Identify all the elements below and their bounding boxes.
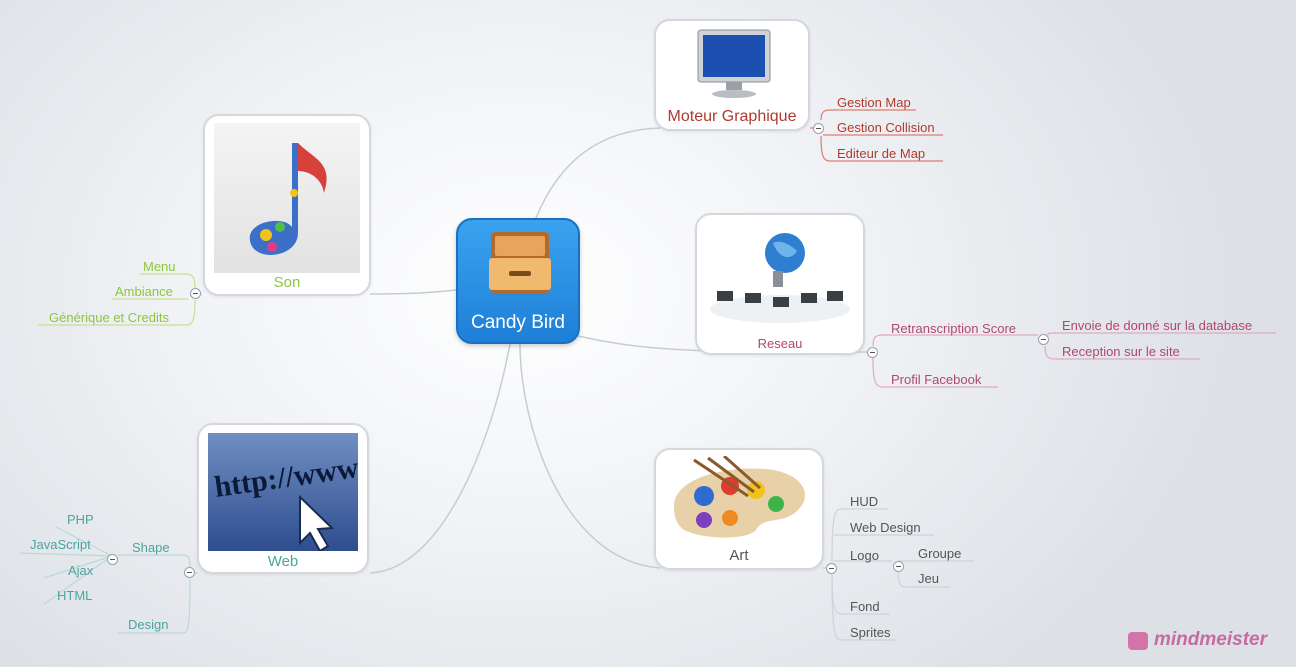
moteur-graphique-title: Moteur Graphique xyxy=(667,108,797,125)
son-collapse-toggle[interactable] xyxy=(190,288,201,299)
moteur-item-gestion-map[interactable]: Gestion Map xyxy=(837,95,911,110)
son-item-generique[interactable]: Générique et Credits xyxy=(49,310,169,325)
art-node[interactable]: Art xyxy=(654,448,824,570)
moteur-graphique-node[interactable]: Moteur Graphique xyxy=(654,19,810,131)
art-item-fond[interactable]: Fond xyxy=(850,599,880,614)
reseau-item-retranscription[interactable]: Retranscription Score xyxy=(891,321,1016,336)
web-collapse-toggle[interactable] xyxy=(184,567,195,578)
son-node[interactable]: Son xyxy=(203,114,371,296)
web-item-php[interactable]: PHP xyxy=(67,512,94,527)
reseau-collapse-toggle[interactable] xyxy=(867,347,878,358)
reseau-node[interactable]: Reseau xyxy=(695,213,865,355)
web-item-shape[interactable]: Shape xyxy=(132,540,170,555)
art-title: Art xyxy=(729,547,749,564)
art-item-hud[interactable]: HUD xyxy=(850,494,879,509)
moteur-collapse-toggle[interactable] xyxy=(813,123,824,134)
son-title: Son xyxy=(273,274,301,291)
center-node[interactable]: Candy Bird xyxy=(456,218,580,344)
network-globe-icon xyxy=(710,233,850,323)
art-item-sprites[interactable]: Sprites xyxy=(850,625,891,640)
web-item-html[interactable]: HTML xyxy=(57,588,93,603)
reseau-title: Reseau xyxy=(757,336,803,351)
center-title: Candy Bird xyxy=(471,312,565,333)
shape-collapse-toggle[interactable] xyxy=(107,554,118,565)
reseau-item-profil[interactable]: Profil Facebook xyxy=(891,372,982,387)
moteur-item-editeur-map[interactable]: Editeur de Map xyxy=(837,146,926,161)
reseau-item-reception[interactable]: Reception sur le site xyxy=(1062,344,1180,359)
monitor-icon xyxy=(697,29,771,98)
web-node[interactable]: http://www Web xyxy=(197,423,369,574)
moteur-item-gestion-collision[interactable]: Gestion Collision xyxy=(837,120,935,135)
file-cabinet-icon xyxy=(489,232,551,294)
web-item-design[interactable]: Design xyxy=(128,617,169,632)
art-item-web-design[interactable]: Web Design xyxy=(850,520,921,535)
retranscription-collapse-toggle[interactable] xyxy=(1038,334,1049,345)
web-item-ajax[interactable]: Ajax xyxy=(68,563,94,578)
son-item-ambiance[interactable]: Ambiance xyxy=(115,284,173,299)
web-address-cursor-icon: http://www xyxy=(208,433,358,551)
mindmeister-logo-icon xyxy=(1128,632,1148,650)
logo-collapse-toggle[interactable] xyxy=(893,561,904,572)
art-collapse-toggle[interactable] xyxy=(826,563,837,574)
web-item-javascript[interactable]: JavaScript xyxy=(30,537,91,552)
paint-palette-icon xyxy=(674,456,805,538)
art-item-groupe[interactable]: Groupe xyxy=(918,546,962,561)
son-item-menu[interactable]: Menu xyxy=(143,259,176,274)
art-item-logo[interactable]: Logo xyxy=(850,548,879,563)
reseau-item-envoie[interactable]: Envoie de donné sur la database xyxy=(1062,318,1253,333)
music-note-icon xyxy=(214,123,360,273)
web-title: Web xyxy=(267,553,299,570)
mindmeister-brand: mindmeister xyxy=(1154,629,1267,650)
art-item-jeu[interactable]: Jeu xyxy=(918,571,939,586)
